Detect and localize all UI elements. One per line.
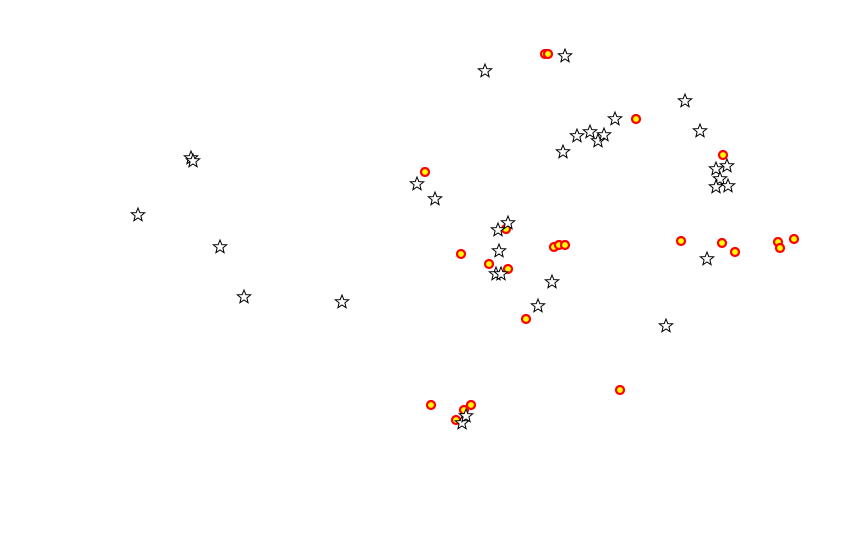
- star-icon[interactable]: [711, 170, 729, 186]
- circle-marker-icon[interactable]: [675, 235, 687, 247]
- star-icon[interactable]: [606, 110, 624, 126]
- circle-marker-icon[interactable]: [542, 48, 554, 60]
- star-icon[interactable]: [691, 122, 709, 138]
- star-icon[interactable]: [543, 273, 561, 289]
- circle-marker-icon[interactable]: [419, 166, 431, 178]
- star-icon[interactable]: [698, 250, 716, 266]
- star-icon[interactable]: [719, 177, 737, 193]
- star-icon[interactable]: [333, 293, 351, 309]
- star-icon[interactable]: [499, 214, 517, 230]
- circle-marker-icon[interactable]: [630, 113, 642, 125]
- star-icon[interactable]: [707, 178, 725, 194]
- star-icon[interactable]: [489, 221, 507, 237]
- star-icon[interactable]: [457, 407, 475, 423]
- star-icon[interactable]: [657, 317, 675, 333]
- star-icon[interactable]: [676, 92, 694, 108]
- circle-marker-icon[interactable]: [520, 313, 532, 325]
- star-icon[interactable]: [529, 297, 547, 313]
- star-icon[interactable]: [184, 152, 202, 168]
- circle-marker-icon[interactable]: [455, 248, 467, 260]
- circle-marker-icon[interactable]: [774, 242, 786, 254]
- star-icon[interactable]: [568, 127, 586, 143]
- circle-marker-icon[interactable]: [788, 233, 800, 245]
- star-icon[interactable]: [595, 126, 613, 142]
- star-icon[interactable]: [490, 242, 508, 258]
- star-icon[interactable]: [718, 157, 736, 173]
- star-icon[interactable]: [556, 47, 574, 63]
- circle-marker-icon[interactable]: [483, 258, 495, 270]
- circle-marker-icon[interactable]: [614, 384, 626, 396]
- star-icon[interactable]: [492, 265, 510, 281]
- star-icon[interactable]: [554, 143, 572, 159]
- star-icon[interactable]: [129, 206, 147, 222]
- star-icon[interactable]: [476, 62, 494, 78]
- star-icon[interactable]: [211, 238, 229, 254]
- star-icon[interactable]: [235, 288, 253, 304]
- circle-marker-icon[interactable]: [425, 399, 437, 411]
- star-icon[interactable]: [453, 414, 471, 430]
- circle-marker-icon[interactable]: [465, 399, 477, 411]
- circle-marker-icon[interactable]: [559, 239, 571, 251]
- circle-marker-icon[interactable]: [729, 246, 741, 258]
- star-icon[interactable]: [408, 175, 426, 191]
- circle-marker-icon[interactable]: [717, 149, 729, 161]
- star-icon[interactable]: [707, 160, 725, 176]
- star-icon[interactable]: [581, 123, 599, 139]
- circle-marker-icon[interactable]: [716, 237, 728, 249]
- star-icon[interactable]: [426, 190, 444, 206]
- circle-marker-icon[interactable]: [502, 263, 514, 275]
